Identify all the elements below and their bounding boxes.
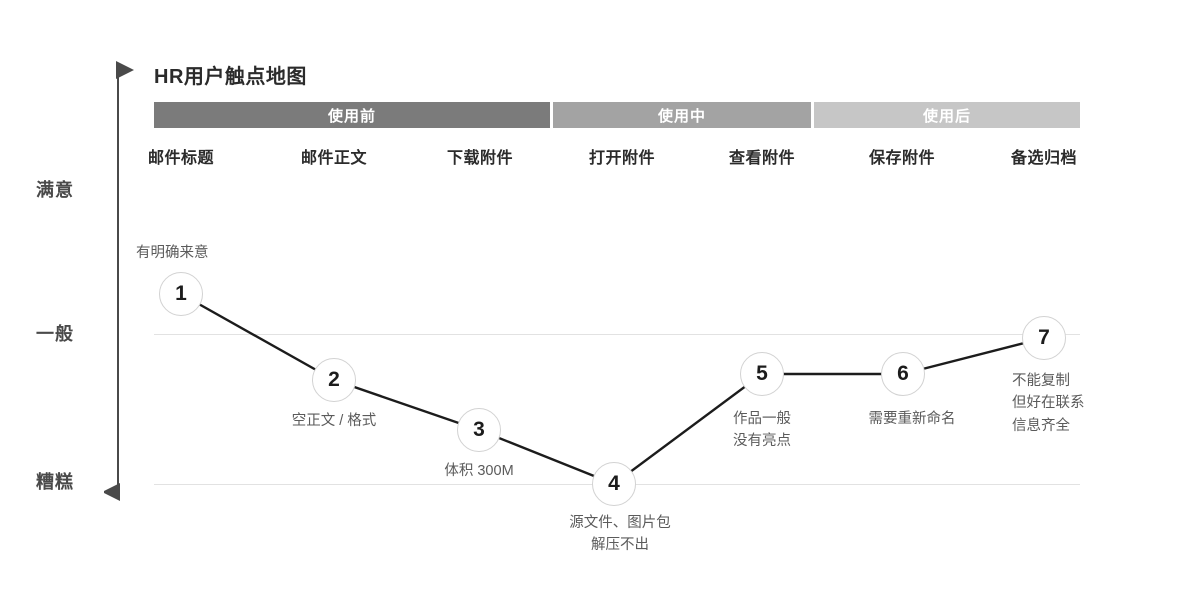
- phase-bar-after[interactable]: 使用后: [814, 102, 1080, 128]
- journey-point-3[interactable]: 3: [457, 408, 501, 452]
- phase-bar-before[interactable]: 使用前: [154, 102, 550, 128]
- gridline-average: [154, 334, 1080, 335]
- journey-point-6[interactable]: 6: [881, 352, 925, 396]
- stage-label-download[interactable]: 下载附件: [446, 150, 513, 167]
- y-label-terrible: 糟糕: [36, 472, 74, 492]
- stage-label-view[interactable]: 查看附件: [728, 150, 795, 167]
- annotation-point-1: 有明确来意: [136, 245, 209, 261]
- annotation-point-7: 不能复制 但好在联系 信息齐全: [1012, 373, 1085, 434]
- annotation-point-2: 空正文 / 格式: [291, 413, 377, 429]
- stage-label-archive[interactable]: 备选归档: [1010, 150, 1077, 167]
- journey-point-5[interactable]: 5: [740, 352, 784, 396]
- stage-label-save[interactable]: 保存附件: [868, 150, 935, 167]
- journey-point-4[interactable]: 4: [592, 462, 636, 506]
- annotation-point-6: 需要重新命名: [868, 411, 956, 427]
- y-label-average: 一般: [36, 324, 74, 344]
- y-label-satisfied: 满意: [36, 180, 74, 200]
- y-axis-arrow: [104, 61, 134, 501]
- journey-point-1[interactable]: 1: [159, 272, 203, 316]
- stage-label-email-body[interactable]: 邮件正文: [300, 150, 367, 167]
- stage-label-email-subject[interactable]: 邮件标题: [147, 150, 214, 167]
- journey-point-2[interactable]: 2: [312, 358, 356, 402]
- stage-label-open[interactable]: 打开附件: [588, 150, 655, 167]
- annotation-point-5: 作品一般 没有亮点: [733, 411, 791, 450]
- journey-point-7[interactable]: 7: [1022, 316, 1066, 360]
- annotation-point-4: 源文件、图片包 解压不出: [569, 515, 671, 554]
- annotation-point-3: 体积 300M: [444, 463, 514, 479]
- phase-bar-during[interactable]: 使用中: [553, 102, 811, 128]
- page-title: HR用户触点地图: [154, 66, 307, 88]
